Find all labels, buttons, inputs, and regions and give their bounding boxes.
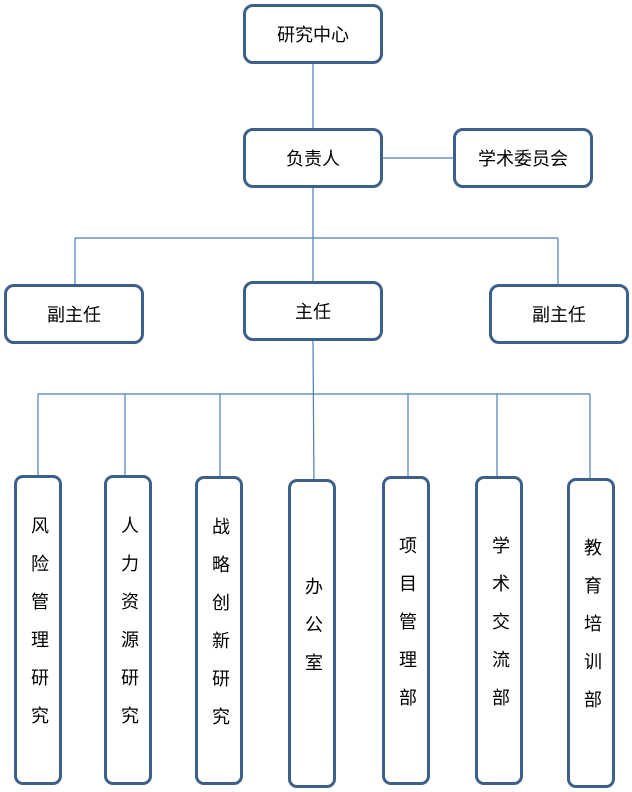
node-label: 负责人 — [286, 149, 340, 170]
node-label: 教育培训部 — [581, 538, 602, 728]
node-label: 办公室 — [302, 576, 323, 691]
node-label: 风险管理研究 — [28, 516, 49, 744]
node-office: 办公室 — [288, 479, 336, 788]
node-label: 战略创新研究 — [209, 516, 230, 745]
node-deputy-director-right: 副主任 — [489, 284, 629, 344]
node-hr-research: 人力资源研究 — [104, 475, 152, 785]
node-academic-committee: 学术委员会 — [453, 128, 593, 188]
node-label: 研究中心 — [277, 25, 349, 46]
node-education-training: 教育培训部 — [567, 478, 615, 788]
node-risk-research: 风险管理研究 — [14, 475, 62, 785]
node-label: 学术交流部 — [489, 535, 510, 726]
node-label: 学术委员会 — [478, 149, 568, 170]
node-research-center: 研究中心 — [243, 4, 383, 64]
node-academic-exchange: 学术交流部 — [475, 476, 523, 785]
node-head: 负责人 — [243, 128, 383, 188]
node-label: 主任 — [295, 302, 331, 323]
node-deputy-director-left: 副主任 — [4, 284, 144, 344]
node-label: 人力资源研究 — [118, 516, 139, 744]
node-strategy-research: 战略创新研究 — [195, 476, 243, 785]
node-label: 项目管理部 — [396, 535, 417, 726]
node-director: 主任 — [243, 281, 383, 341]
node-label: 副主任 — [47, 305, 101, 326]
node-label: 副主任 — [532, 305, 586, 326]
node-project-management: 项目管理部 — [382, 476, 430, 785]
